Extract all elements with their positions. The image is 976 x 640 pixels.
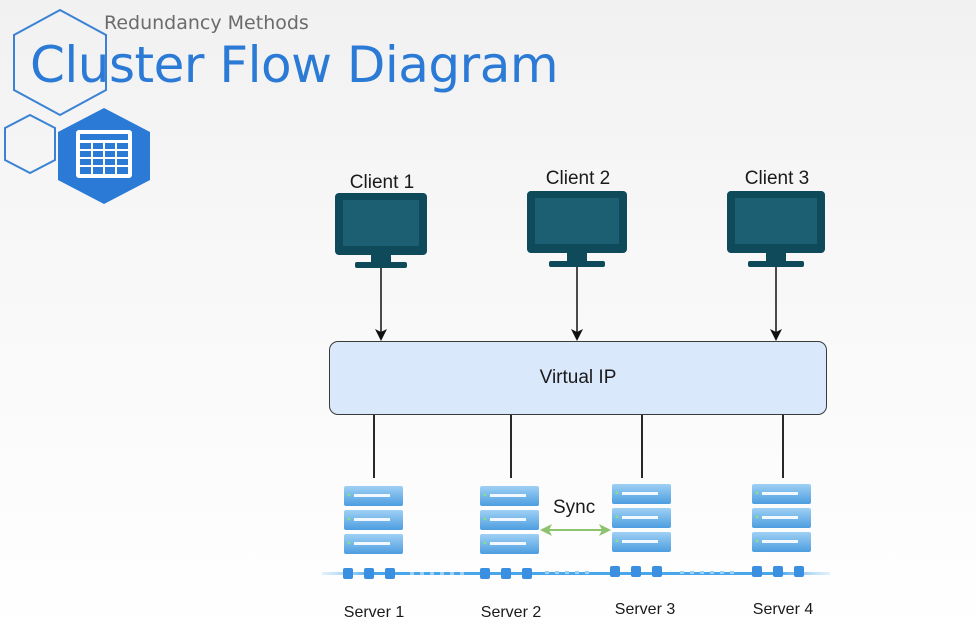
- client-3-label: Client 3: [744, 168, 810, 189]
- client-2-monitor-icon: [527, 191, 627, 267]
- network-line: [322, 566, 830, 579]
- server-1-icon: [344, 486, 403, 554]
- hexagon-outline-large: [13, 8, 107, 117]
- header-decoration: [4, 8, 150, 204]
- server-2-icon: [480, 486, 539, 554]
- table-icon: [58, 108, 150, 204]
- virtual-ip-box: Virtual IP: [329, 341, 827, 415]
- server-3-icon: [612, 484, 671, 552]
- page-title: Cluster Flow Diagram: [30, 36, 559, 94]
- virtual-ip-label: Virtual IP: [539, 367, 617, 388]
- sync-label: Sync: [553, 497, 596, 518]
- server-4-icon: [752, 484, 811, 552]
- page-subtitle: Redundancy Methods: [104, 12, 309, 34]
- server-4-label: Server 4: [752, 601, 814, 618]
- server-3-label: Server 3: [614, 601, 676, 618]
- client-1-label: Client 1: [349, 172, 415, 193]
- hexagon-outline-small: [4, 113, 56, 175]
- client-2-label: Client 2: [545, 168, 611, 189]
- server-1-label: Server 1: [343, 604, 405, 621]
- client-1-monitor-icon: [335, 193, 427, 268]
- server-2-label: Server 2: [480, 604, 542, 621]
- client-3-monitor-icon: [727, 191, 825, 267]
